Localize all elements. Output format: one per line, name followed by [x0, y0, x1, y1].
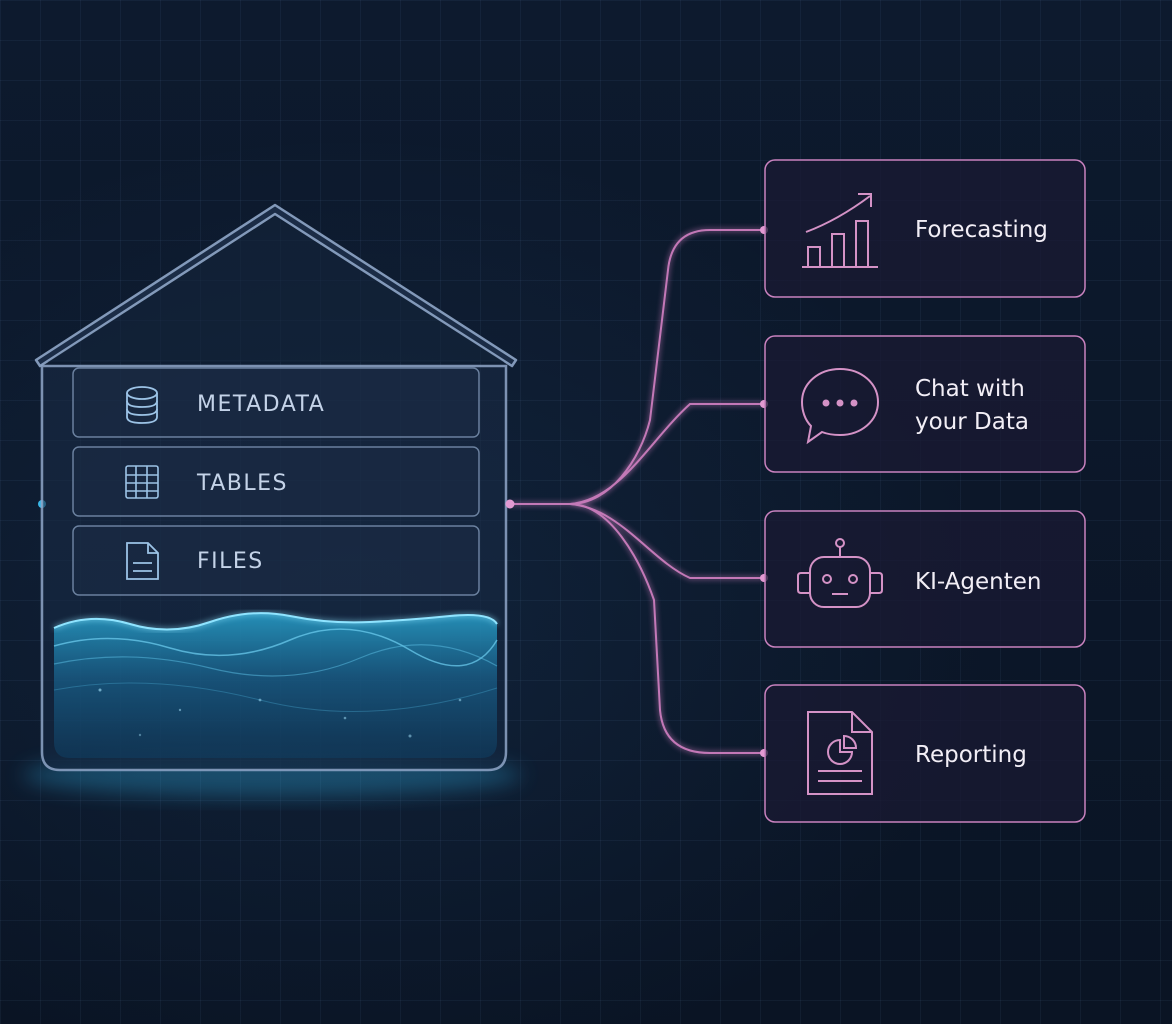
house-roof: [34, 203, 518, 368]
output-label-reporting: Reporting: [915, 739, 1027, 772]
output-label-agents: KI-Agenten: [915, 566, 1041, 599]
output-card-reporting: [764, 684, 1086, 823]
chat-bubble-icon: [800, 367, 880, 445]
table-icon: [125, 465, 159, 499]
output-label-agents-line1: KI-Agenten: [915, 569, 1042, 595]
file-icon: [126, 542, 159, 580]
layer-label-metadata: METADATA: [197, 392, 326, 417]
report-document-icon: [807, 711, 873, 795]
output-label-forecasting-line1: Forecasting: [915, 217, 1048, 243]
output-label-chat: Chat with your Data: [915, 373, 1029, 439]
output-connectors: [510, 229, 764, 754]
bar-chart-trend-icon: [802, 193, 878, 268]
output-label-chat-line2: your Data: [915, 409, 1029, 435]
output-label-reporting-line1: Reporting: [915, 742, 1027, 768]
database-icon: [126, 386, 158, 424]
data-lake-water: [53, 612, 498, 758]
house-roof-fill: [48, 216, 504, 362]
layer-box-tables: [72, 446, 480, 517]
output-card-agents: [764, 510, 1086, 648]
robot-icon: [797, 538, 883, 608]
layer-label-files: FILES: [197, 549, 264, 574]
layer-label-tables: TABLES: [197, 471, 288, 496]
output-label-chat-line1: Chat with: [915, 376, 1025, 402]
layer-box-files: [72, 525, 480, 596]
output-label-forecasting: Forecasting: [915, 214, 1048, 247]
layer-box-metadata: [72, 367, 480, 438]
house-output-dot: [505, 499, 515, 509]
